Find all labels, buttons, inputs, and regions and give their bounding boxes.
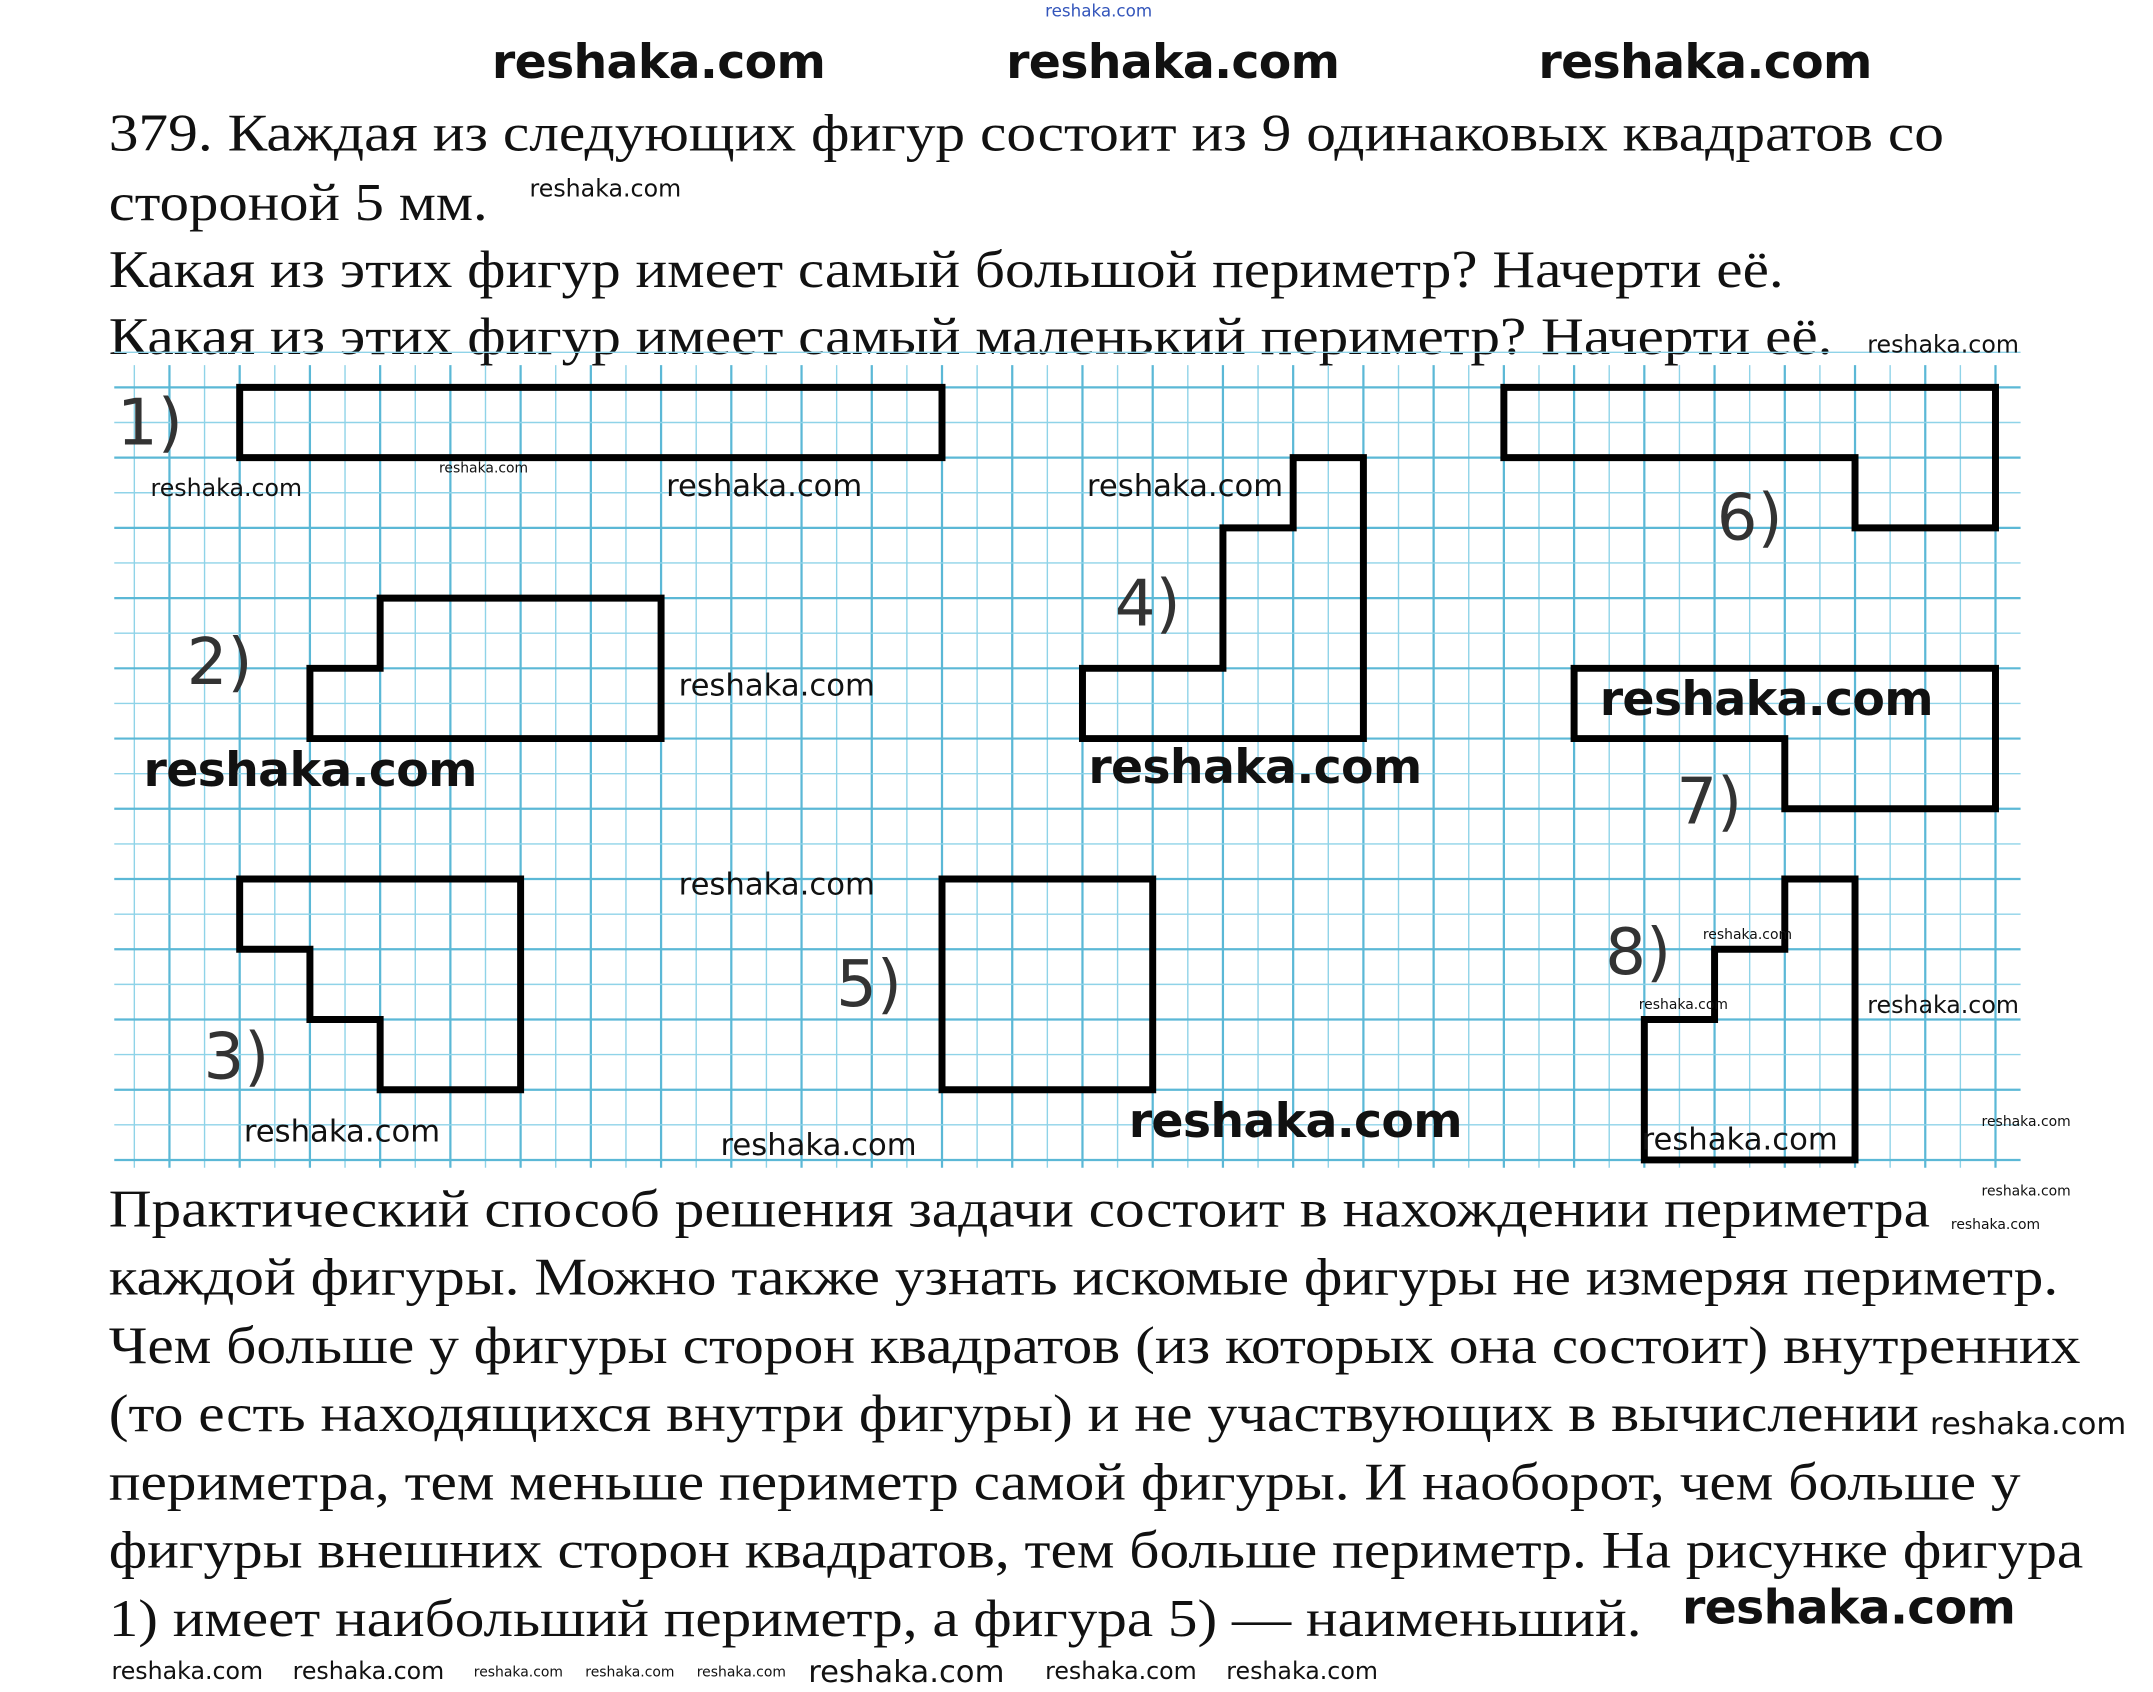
figure-4	[1078, 454, 1367, 743]
watermark: reshaka.com	[1538, 34, 1872, 91]
figure-label: 6)	[1716, 479, 1783, 555]
problem-line: Какая из этих фигур имеет самый маленьки…	[108, 307, 1833, 367]
watermark: reshaka.com	[438, 461, 529, 477]
watermark: reshaka.com	[1045, 1, 1153, 21]
problem-line: 379. Каждая из следующих фигур состоит и…	[108, 104, 1944, 164]
figure-2	[306, 594, 665, 743]
watermark: reshaka.com	[473, 1665, 563, 1681]
watermark: reshaka.com	[292, 1658, 445, 1687]
solution-line: Чем больше у фигуры сторон квадратов (из…	[108, 1316, 2081, 1376]
figure-label: 2)	[186, 624, 253, 700]
figure-label: 7)	[1676, 763, 1743, 839]
watermark: reshaka.com	[720, 1128, 917, 1164]
watermark: reshaka.com	[1088, 739, 1422, 796]
watermark: reshaka.com	[1681, 1580, 2016, 1636]
figure-8	[1640, 875, 1859, 1164]
watermark: reshaka.com	[150, 475, 303, 504]
watermark: reshaka.com	[585, 1665, 675, 1681]
watermark: reshaka.com	[491, 34, 826, 91]
solution-line: (то есть находящихся внутри фигуры) и не…	[108, 1385, 1919, 1444]
solution-line: периметра, тем меньше периметр самой фиг…	[108, 1453, 2021, 1512]
figure-label: 3)	[203, 1018, 270, 1094]
problem-line: стороной 5 мм.	[108, 174, 488, 233]
watermark: reshaka.com	[1006, 34, 1340, 91]
watermark: reshaka.com	[1929, 1407, 2127, 1443]
figure-label: 8)	[1605, 914, 1672, 990]
watermark: reshaka.com	[1226, 1658, 1378, 1687]
figure-7	[1570, 664, 1999, 813]
watermark: reshaka.com	[1086, 469, 1284, 505]
figure-3	[236, 875, 525, 1094]
figure-label: 4)	[1114, 565, 1181, 642]
figure-6	[1500, 383, 1999, 532]
figure-label: 1)	[117, 384, 183, 460]
solution-line: 1) имеет наибольший периметр, а фигура 5…	[108, 1589, 1642, 1649]
watermark: reshaka.com	[1641, 1123, 1838, 1158]
watermark: reshaka.com	[666, 469, 863, 505]
watermark: reshaka.com	[1045, 1658, 1197, 1687]
solution-line: фигуры внешних сторон квадратов, тем бол…	[108, 1521, 2084, 1581]
figure-label: 5)	[836, 946, 902, 1022]
watermark: reshaka.com	[1981, 1114, 2071, 1131]
solution-line: каждой фигуры. Можно также узнать искомы…	[108, 1248, 2059, 1308]
watermark: reshaka.com	[1702, 928, 1793, 944]
figure-1	[236, 383, 946, 462]
watermark: reshaka.com	[1867, 331, 2019, 360]
watermark: reshaka.com	[1981, 1184, 2071, 1200]
watermark: reshaka.com	[696, 1665, 786, 1681]
watermark: reshaka.com	[808, 1655, 1005, 1691]
solution-line: Практический способ решения задачи состо…	[108, 1180, 1930, 1239]
watermark: reshaka.com	[1128, 1093, 1463, 1150]
watermark: reshaka.com	[1950, 1217, 2041, 1234]
watermark: reshaka.com	[243, 1114, 441, 1150]
watermark: reshaka.com	[1599, 671, 1934, 728]
watermark: reshaka.com	[143, 742, 478, 799]
problem-line: Какая из этих фигур имеет самый большой …	[108, 241, 1784, 300]
watermark: reshaka.com	[1638, 997, 1728, 1014]
watermark: reshaka.com	[678, 668, 875, 704]
watermark: reshaka.com	[111, 1658, 264, 1687]
watermark: reshaka.com	[678, 868, 875, 903]
figure-5	[938, 875, 1157, 1094]
watermark: reshaka.com	[529, 175, 682, 204]
watermark: reshaka.com	[1867, 992, 2019, 1021]
